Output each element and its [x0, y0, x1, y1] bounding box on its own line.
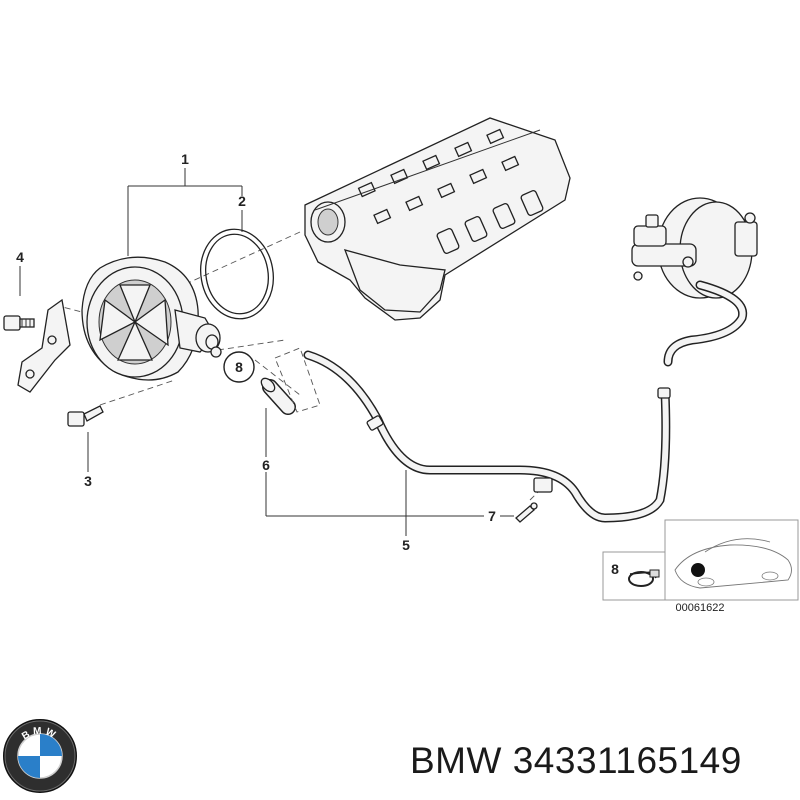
- inset-panel: [602, 519, 799, 601]
- connector-part-7: [515, 502, 538, 523]
- cam-caps: [357, 128, 520, 225]
- footer-part-number: 34331165149: [512, 740, 742, 781]
- diagram-code: 00061622: [676, 602, 725, 614]
- vacuum-pump-part-1: [81, 256, 222, 381]
- footer-brand: BMW: [410, 740, 502, 781]
- brake-booster: [631, 197, 758, 299]
- bolt-part-3: [67, 405, 104, 427]
- callout-4: 4: [16, 249, 24, 265]
- callout-1: 1: [181, 151, 189, 167]
- callout-6: 6: [262, 457, 270, 473]
- callout-2: 2: [238, 193, 246, 209]
- clamp-icon: [628, 569, 660, 587]
- intake-ports: [436, 190, 544, 254]
- bolt-part-4: [3, 315, 35, 331]
- leader-lines: [19, 168, 514, 536]
- hose-clamp-part-8: [223, 351, 255, 383]
- cylinder-head: [304, 117, 571, 321]
- hose-part-6: [260, 347, 321, 415]
- mounting-bracket: [17, 298, 71, 393]
- callout-8: 8: [235, 359, 243, 375]
- vacuum-hoses: [303, 280, 748, 523]
- callout-7: 7: [488, 508, 496, 524]
- callout-3: 3: [84, 473, 92, 489]
- callout-labels: 1 2 4 3 8 6 7 5 8 00061622: [16, 151, 724, 614]
- callout-5: 5: [402, 537, 410, 553]
- o-ring-part-2: [200, 228, 274, 320]
- callout-8-inset: 8: [611, 561, 619, 577]
- footer-part-label: BMW 34331165149: [410, 740, 742, 782]
- svg-text:BMW: BMW: [20, 726, 60, 743]
- car-silhouette-icon: [674, 538, 792, 589]
- bmw-logo: BMW: [3, 719, 77, 793]
